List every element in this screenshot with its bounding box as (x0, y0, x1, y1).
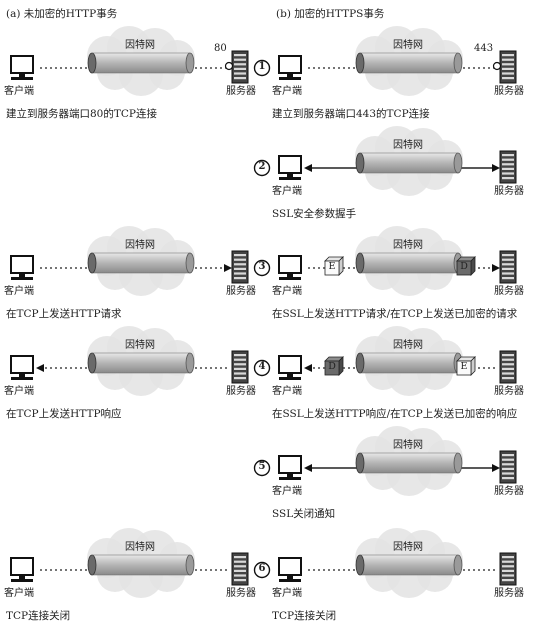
client-label: 客户端 (272, 588, 302, 599)
port-80-label: 80 (214, 43, 227, 54)
internet-label: 因特网 (393, 542, 423, 553)
step-number-3: 3 (258, 261, 266, 272)
decrypted-box-label: D (328, 361, 336, 372)
server-icon (231, 350, 249, 384)
server-label: 服务器 (226, 386, 256, 397)
https-step-caption-2: SSL安全参数握手 (272, 208, 357, 220)
internet-label: 因特网 (125, 40, 155, 51)
internet-tube-http-3 (87, 252, 195, 274)
heading-http: (a) 未加密的HTTP事务 (6, 8, 118, 20)
internet-label: 因特网 (393, 240, 423, 251)
step-badge-3 (253, 259, 271, 277)
server-icon (231, 50, 249, 84)
client-label: 客户端 (272, 386, 302, 397)
server-icon (499, 450, 517, 484)
server-label: 服务器 (494, 486, 524, 497)
server-label: 服务器 (226, 588, 256, 599)
server-label: 服务器 (494, 588, 524, 599)
encrypted-box-label: E (328, 261, 336, 272)
http-step-caption-3: 在TCP上发送HTTP请求 (6, 308, 122, 320)
https-step-caption-5: SSL关闭通知 (272, 508, 336, 520)
internet-tube-https-2 (355, 152, 463, 174)
internet-label: 因特网 (393, 440, 423, 451)
port-443-label: 443 (474, 43, 494, 54)
server-label: 服务器 (226, 86, 256, 97)
step-badge-6 (253, 561, 271, 579)
decrypted-data-box-icon (456, 256, 476, 276)
internet-label: 因特网 (125, 542, 155, 553)
server-icon (499, 50, 517, 84)
server-label: 服务器 (226, 286, 256, 297)
https-step-caption-3: 在SSL上发送HTTP请求/在TCP上发送已加密的请求 (272, 308, 518, 320)
client-computer-icon (278, 255, 302, 280)
internet-label: 因特网 (393, 40, 423, 51)
client-label: 客户端 (272, 86, 302, 97)
port-443-socket-icon (492, 61, 502, 71)
server-label: 服务器 (494, 386, 524, 397)
https-step-caption-1: 建立到服务器端口443的TCP连接 (272, 108, 430, 120)
client-computer-icon (10, 557, 34, 582)
step-badge-1 (253, 59, 271, 77)
heading-https: (b) 加密的HTTPS事务 (276, 8, 385, 20)
encrypted-box-label: E (460, 361, 468, 372)
client-computer-icon (278, 55, 302, 80)
step-number-2: 2 (258, 161, 266, 172)
client-label: 客户端 (4, 286, 34, 297)
server-icon (231, 250, 249, 284)
internet-label: 因特网 (125, 340, 155, 351)
internet-tube-https-3 (355, 252, 463, 274)
client-label: 客户端 (272, 286, 302, 297)
encrypted-data-box-icon (324, 256, 344, 276)
internet-tube-https-6 (355, 554, 463, 576)
step-badge-4 (253, 359, 271, 377)
https-step-caption-6: TCP连接关闭 (272, 610, 337, 622)
port-80-socket-icon (224, 61, 234, 71)
https-step-caption-4: 在SSL上发送HTTP响应/在TCP上发送已加密的响应 (272, 408, 518, 420)
client-computer-icon (10, 55, 34, 80)
client-label: 客户端 (4, 588, 34, 599)
internet-label: 因特网 (125, 240, 155, 251)
server-icon (499, 350, 517, 384)
server-icon (231, 552, 249, 586)
step-number-4: 4 (258, 361, 266, 372)
client-label: 客户端 (272, 486, 302, 497)
client-label: 客户端 (4, 386, 34, 397)
decrypted-box-label: D (460, 261, 468, 272)
http-step-caption-1: 建立到服务器端口80的TCP连接 (6, 108, 157, 120)
client-computer-icon (10, 355, 34, 380)
server-label: 服务器 (494, 186, 524, 197)
client-computer-icon (278, 557, 302, 582)
server-label: 服务器 (494, 286, 524, 297)
client-computer-icon (278, 155, 302, 180)
client-computer-icon (10, 255, 34, 280)
internet-tube-https-4 (355, 352, 463, 374)
server-icon (499, 552, 517, 586)
server-icon (499, 250, 517, 284)
decrypted-data-box-icon (324, 356, 344, 376)
internet-label: 因特网 (393, 140, 423, 151)
server-label: 服务器 (494, 86, 524, 97)
client-label: 客户端 (4, 86, 34, 97)
internet-label: 因特网 (393, 340, 423, 351)
step-badge-2 (253, 159, 271, 177)
client-computer-icon (278, 455, 302, 480)
internet-tube-https-1 (355, 52, 463, 74)
http-step-caption-6: TCP连接关闭 (6, 610, 71, 622)
server-icon (499, 150, 517, 184)
internet-tube-http-4 (87, 352, 195, 374)
step-number-5: 5 (258, 461, 266, 472)
encrypted-data-box-icon (456, 356, 476, 376)
step-number-1: 1 (258, 61, 266, 72)
client-label: 客户端 (272, 186, 302, 197)
client-computer-icon (278, 355, 302, 380)
step-number-6: 6 (258, 563, 266, 574)
internet-tube-https-5 (355, 452, 463, 474)
http-step-caption-4: 在TCP上发送HTTP响应 (6, 408, 122, 420)
internet-tube-http-6 (87, 554, 195, 576)
step-badge-5 (253, 459, 271, 477)
internet-tube-http-1 (87, 52, 195, 74)
